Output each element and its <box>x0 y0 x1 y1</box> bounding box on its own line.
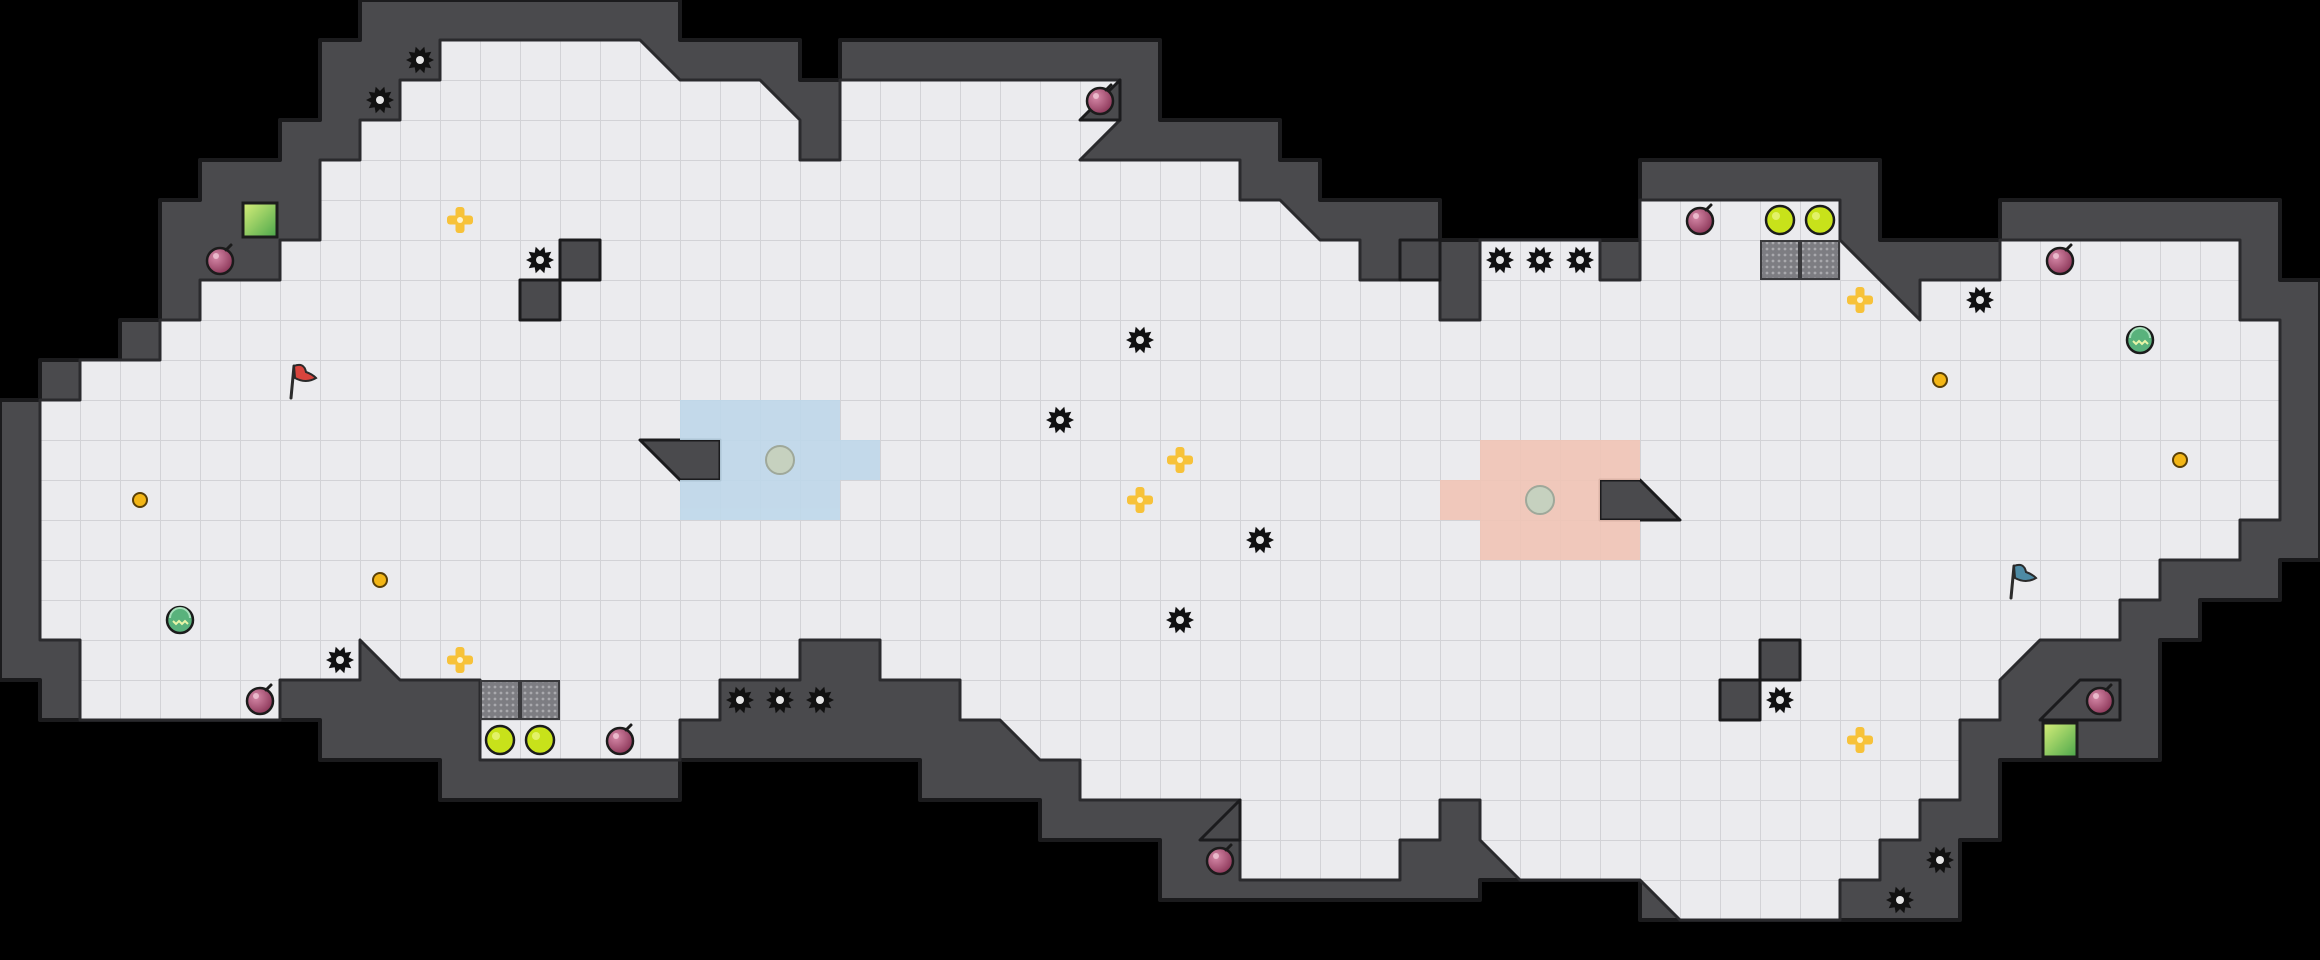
spike-icon <box>1766 686 1794 714</box>
spike-icon <box>806 686 834 714</box>
spike-icon <box>366 86 394 114</box>
goal-tile <box>2041 721 2079 759</box>
coin-icon <box>132 492 148 508</box>
blue-capture-point <box>765 445 795 475</box>
ball-icon <box>484 724 516 756</box>
blue-team-zone <box>680 400 880 520</box>
bomb-icon <box>605 723 635 756</box>
bomb-icon <box>2085 683 2115 716</box>
grate-tile <box>520 680 560 720</box>
orb-icon <box>165 605 195 635</box>
spike-icon <box>726 686 754 714</box>
coin-icon <box>1932 372 1948 388</box>
spike-icon <box>526 246 554 274</box>
spike-icon <box>1126 326 1154 354</box>
coin-icon <box>2172 452 2188 468</box>
coin-icon <box>372 572 388 588</box>
spike-icon <box>1886 886 1914 914</box>
goal-tile <box>241 201 279 239</box>
plus-pickup-icon <box>1847 727 1873 753</box>
spike-icon <box>1926 846 1954 874</box>
ball-icon <box>1764 204 1796 236</box>
spike-icon <box>1526 246 1554 274</box>
plus-pickup-icon <box>1127 487 1153 513</box>
bomb-icon <box>1205 843 1235 876</box>
spike-icon <box>326 646 354 674</box>
bomb-icon <box>205 243 235 276</box>
grate-tile <box>480 680 520 720</box>
red-team-zone <box>1440 440 1640 560</box>
spike-icon <box>1246 526 1274 554</box>
plus-pickup-icon <box>447 207 473 233</box>
spike-icon <box>1966 286 1994 314</box>
blue-flag-icon <box>2009 563 2038 600</box>
interior-walls <box>518 78 2122 842</box>
plus-pickup-icon <box>1847 287 1873 313</box>
spike-icon <box>1046 406 1074 434</box>
spike-icon <box>1486 246 1514 274</box>
spike-icon <box>1166 606 1194 634</box>
spike-icon <box>1566 246 1594 274</box>
orb-icon <box>2125 325 2155 355</box>
bomb-icon <box>1685 203 1715 236</box>
entity-layer <box>132 46 2188 914</box>
red-flag-icon <box>289 363 318 400</box>
plus-pickup-icon <box>1167 447 1193 473</box>
plus-pickup-icon <box>447 647 473 673</box>
bomb-icon <box>1085 83 1115 116</box>
bomb-icon <box>2045 243 2075 276</box>
grate-tile <box>1800 240 1840 280</box>
ball-icon <box>1804 204 1836 236</box>
red-capture-point <box>1525 485 1555 515</box>
spike-icon <box>406 46 434 74</box>
grate-tile <box>1760 240 1800 280</box>
bomb-icon <box>245 683 275 716</box>
spike-icon <box>766 686 794 714</box>
ball-icon <box>524 724 556 756</box>
